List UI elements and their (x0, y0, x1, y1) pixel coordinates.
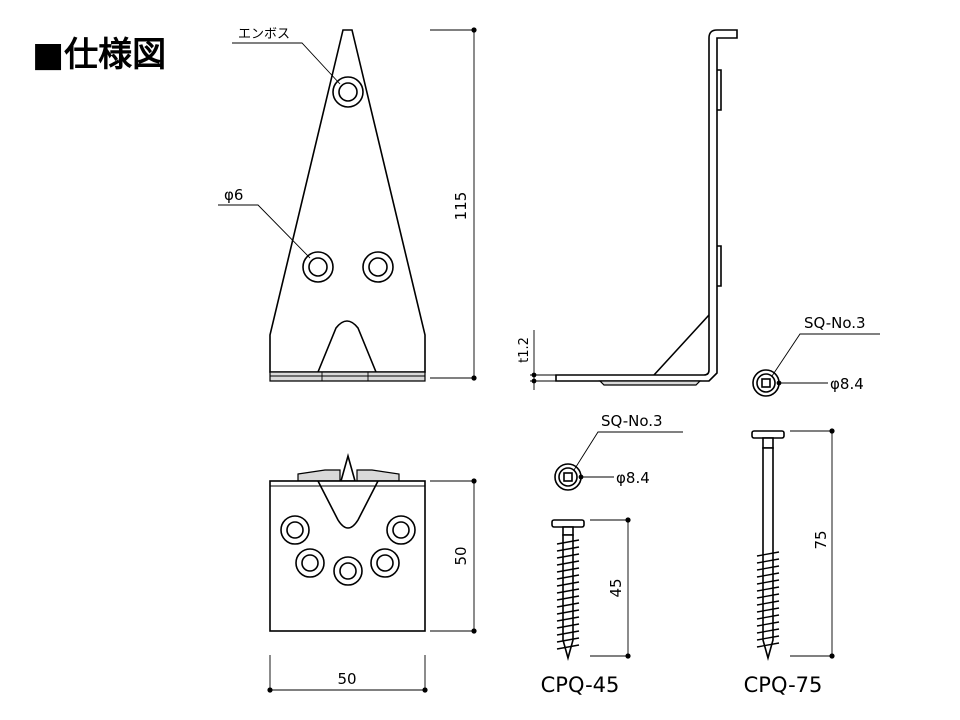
dim-thickness (530, 330, 556, 390)
screw-thread (756, 551, 780, 557)
screw-45-label: CPQ-45 (541, 673, 620, 697)
screw-thread (756, 628, 780, 634)
screw-thread (756, 600, 780, 606)
hole-dia-label: φ6 (224, 186, 243, 204)
screw-thread (556, 623, 580, 629)
front-view-plate (269, 29, 426, 382)
screw-thread (756, 565, 780, 571)
dim-115-label: 115 (452, 192, 470, 221)
dim-45-label: 45 (607, 578, 625, 597)
screw-thread (556, 630, 580, 636)
screw-thread (756, 635, 780, 641)
screw-thread (556, 574, 580, 580)
sq-mid-label: SQ-No.3 (601, 412, 663, 430)
emboss-hole-right (362, 251, 394, 283)
screw-thread (756, 642, 780, 648)
screw-head-top (752, 369, 780, 397)
emboss-leader (232, 42, 341, 85)
sq-top-leader (771, 333, 880, 377)
screw-thread (756, 614, 780, 620)
screw-thread (556, 602, 580, 608)
dim-50-width (267, 655, 428, 693)
screw-thread (556, 609, 580, 615)
dim-115 (430, 27, 477, 381)
screw-head-mid (554, 463, 582, 491)
sq-mid-leader (573, 431, 683, 471)
dim-thickness-label: t1.2 (517, 337, 532, 363)
screw-thread (756, 586, 780, 592)
emboss-label: エンボス (238, 27, 290, 42)
hole-dia-leader (218, 204, 311, 259)
screw-thread (556, 588, 580, 594)
page-title: ■仕様図 (32, 35, 166, 75)
screw-thread (756, 607, 780, 613)
screw-cpq45 (551, 519, 585, 661)
screw-thread (556, 637, 580, 643)
screw-thread (756, 572, 780, 578)
sq-top-label: SQ-No.3 (804, 314, 866, 332)
dim-50-height-label: 50 (452, 546, 470, 565)
screw-thread (556, 546, 580, 552)
dim-75-label: 75 (812, 530, 830, 549)
screw-thread (756, 579, 780, 585)
top-view-holes (280, 515, 416, 586)
screw-thread (756, 593, 780, 599)
dia-top-label: φ8.4 (830, 375, 864, 393)
screw-75-label: CPQ-75 (744, 673, 823, 697)
screw-thread (556, 567, 580, 573)
screw-thread (556, 616, 580, 622)
screw-thread (556, 539, 580, 545)
screw-thread (556, 644, 580, 650)
screw-thread (756, 621, 780, 627)
screw-thread (556, 553, 580, 559)
screw-thread (556, 581, 580, 587)
top-view-plate (269, 453, 426, 632)
side-view-profile (555, 29, 738, 386)
screw-thread (556, 595, 580, 601)
emboss-hole-top (332, 76, 364, 108)
emboss-hole-left (302, 251, 334, 283)
dim-50-height (430, 478, 477, 634)
screw-thread (556, 560, 580, 566)
dim-50-width-label: 50 (337, 670, 356, 688)
dim-75 (790, 428, 835, 659)
dia-mid-label: φ8.4 (616, 469, 650, 487)
dim-45 (590, 517, 631, 659)
screw-cpq75 (751, 430, 785, 661)
screw-thread (756, 558, 780, 564)
